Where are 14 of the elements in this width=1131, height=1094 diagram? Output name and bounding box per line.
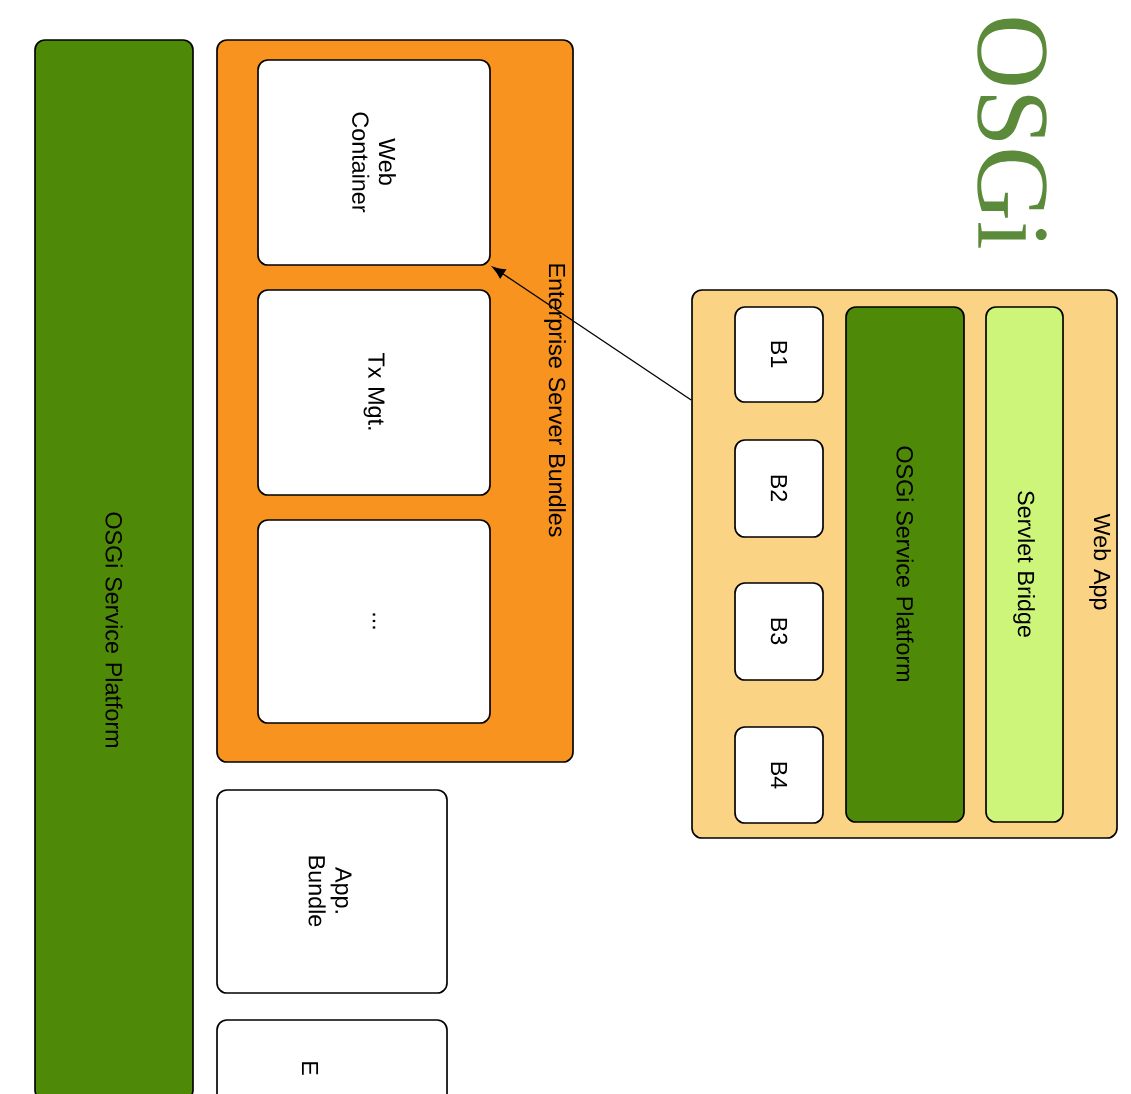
bundle-box: Web Container (257, 59, 491, 266)
bundle-box: Tx Mgt. (257, 289, 491, 496)
bundle-box: B1 (734, 306, 824, 403)
platform-bar: OSGi Service Platform (34, 39, 194, 1094)
platform-bar: OSGi Service Platform (845, 306, 965, 823)
title: OSGi (977, 18, 1047, 248)
bundle-box: E (216, 1019, 448, 1094)
bundle-box: ... (257, 519, 491, 724)
bundle-box: B4 (734, 726, 824, 824)
arrow (492, 266, 692, 401)
bridge-bar: Servlet Bridge (985, 306, 1064, 823)
bundle-box: B3 (734, 582, 824, 681)
bundle-box: B2 (734, 439, 824, 538)
bundle-box: App. Bundle (216, 789, 448, 994)
